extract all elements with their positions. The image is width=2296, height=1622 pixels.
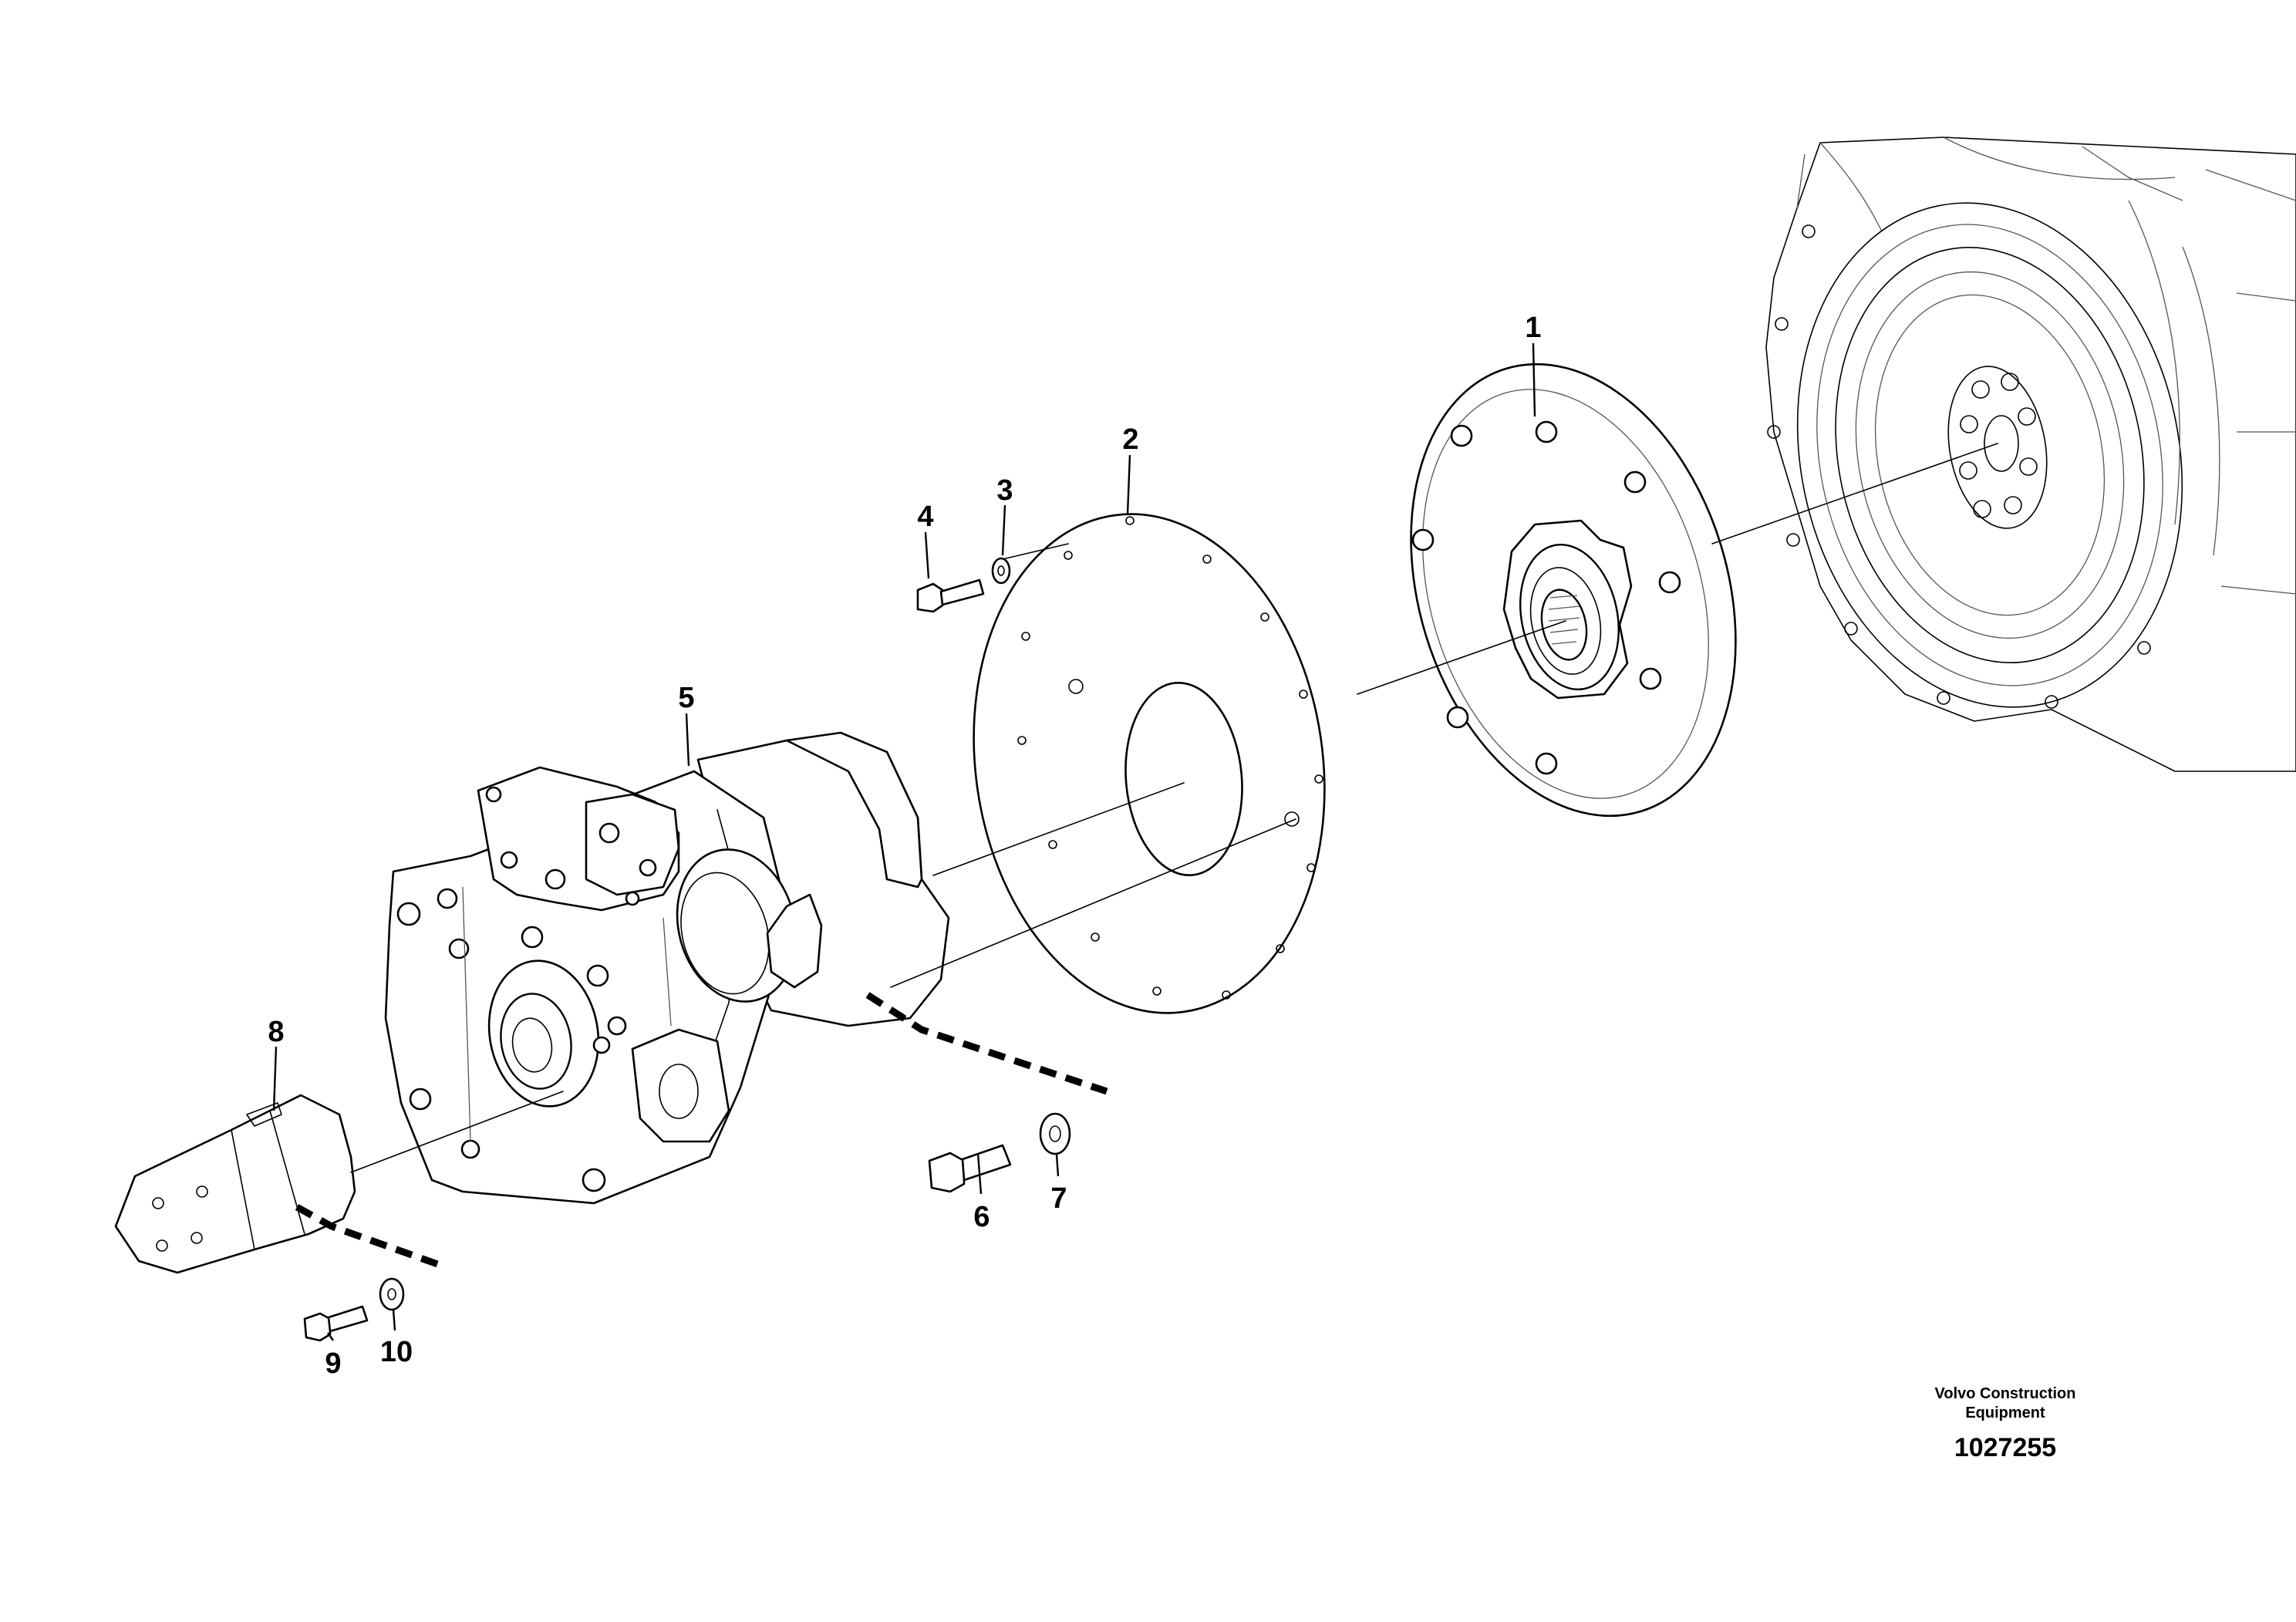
callout-3: 3	[996, 474, 1013, 507]
part-9-bolt	[303, 1305, 369, 1342]
callout-7: 7	[1050, 1182, 1067, 1215]
callout-leaders	[272, 342, 1536, 1341]
flywheel-bolt-circle	[1959, 373, 2038, 518]
callout-10: 10	[380, 1336, 413, 1368]
fastener-dashed-paths	[295, 992, 1108, 1269]
callout-5: 5	[678, 682, 694, 714]
housing-mounting-holes	[1767, 224, 2151, 709]
callout-6: 6	[973, 1201, 990, 1233]
callout-1: 1	[1525, 312, 1541, 344]
callout-8: 8	[268, 1016, 284, 1048]
callout-2: 2	[1122, 423, 1138, 456]
callout-labels: 1 2 3 4 5 6 7 8 9 10	[268, 312, 1541, 1380]
callout-4: 4	[917, 501, 933, 533]
part-7-washer	[1039, 1112, 1071, 1155]
coupling-bolt-heads	[1411, 420, 1681, 775]
callout-9: 9	[325, 1347, 341, 1380]
drawing-number: 1027255	[1954, 1433, 2056, 1462]
part-1-coupling-plate	[1410, 363, 1737, 818]
part-5-hydraulic-pump	[384, 731, 950, 1205]
part-4-bolt	[916, 578, 985, 613]
engine-flywheel-housing	[1765, 137, 2296, 772]
pump-fittings	[396, 888, 627, 1192]
company-name-line2: Equipment	[1965, 1404, 2045, 1421]
part-6-bolt	[928, 1144, 1012, 1193]
assembly-center-lines	[350, 443, 1998, 1173]
part-8-auxiliary-pump	[114, 1094, 356, 1274]
adapter-plate-holes	[1017, 516, 1323, 1000]
part-10-washer	[379, 1277, 405, 1311]
drawing-footer: Volvo Construction Equipment 1027255	[1935, 1385, 2076, 1462]
company-name-line1: Volvo Construction	[1935, 1385, 2076, 1402]
part-2-adapter-plate	[973, 513, 1326, 1014]
part-3-washer	[991, 557, 1011, 585]
